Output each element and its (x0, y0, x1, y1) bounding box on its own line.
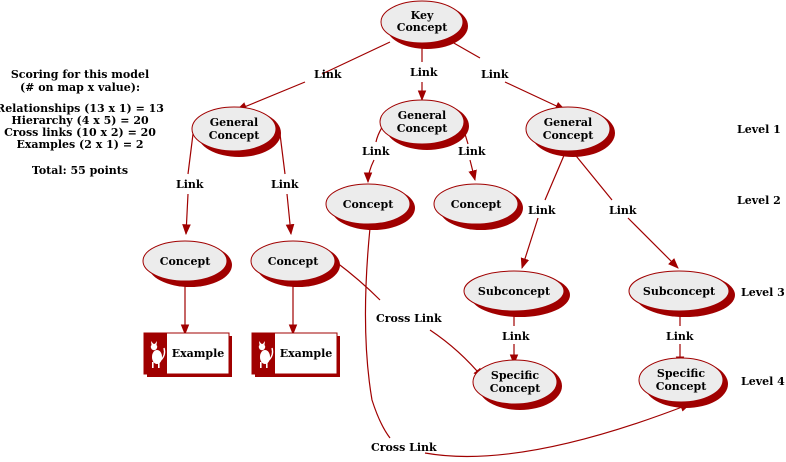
node-label-line2: Concept (656, 380, 707, 393)
node-label: Subconcept (643, 285, 716, 298)
level-label-1: Level 1 (737, 123, 781, 136)
cross-link-label: Cross Link (376, 312, 442, 325)
scoring-line: Hierarchy (4 x 5) = 20 (11, 114, 149, 127)
node-label: Example (280, 347, 333, 360)
level-label-2: Level 2 (737, 194, 781, 207)
node-label: Concept (451, 198, 502, 211)
scoring-title-line1: Scoring for this model (11, 68, 149, 81)
scoring-legend: Scoring for this model (# on map x value… (0, 68, 164, 177)
link-label: Link (609, 204, 637, 217)
general-concept-right-node[interactable]: General Concept (525, 106, 615, 157)
scoring-title-line2: (# on map x value): (20, 81, 140, 94)
node-label-line2: Concept (490, 382, 541, 395)
edge-key-to-general-left (237, 41, 391, 110)
edge-labels: Link Link Link Link Link Link Link Link … (176, 66, 694, 454)
node-label: Concept (343, 198, 394, 211)
node-label: Concept (268, 255, 319, 268)
node-label-line1: General (210, 116, 259, 129)
node-label-line2: Concept (397, 21, 448, 34)
concept-node-c[interactable]: Concept (325, 183, 415, 230)
node-label-line1: General (544, 116, 593, 129)
specific-concept-left-node[interactable]: Specific Concept (472, 359, 562, 410)
example-node-1[interactable]: Example (143, 332, 232, 377)
level-label-3: Level 3 (741, 286, 785, 299)
general-concept-left-node[interactable]: General Concept (191, 106, 281, 157)
link-label: Link (666, 330, 694, 343)
scoring-line: Relationships (13 x 1) = 13 (0, 102, 164, 115)
link-label: Link (271, 178, 299, 191)
link-label: Link (176, 178, 204, 191)
node-label: Subconcept (478, 285, 551, 298)
cross-link-label: Cross Link (371, 441, 437, 454)
cat-icon (258, 341, 274, 368)
link-label: Link (528, 204, 556, 217)
edge-cross-link-concept-c-to-spec-right (364, 227, 690, 458)
node-label: Example (172, 347, 225, 360)
example-node-2[interactable]: Example (251, 332, 340, 377)
node-label-line1: General (398, 109, 447, 122)
key-concept-node[interactable]: Key Concept (380, 0, 468, 49)
edge-general-left-to-concept-b (279, 133, 291, 234)
node-label-line2: Concept (397, 122, 448, 135)
general-concept-mid-node[interactable]: General Concept (379, 99, 469, 150)
link-label: Link (314, 68, 342, 81)
scoring-line: Cross links (10 x 2) = 20 (4, 126, 156, 139)
specific-concept-right-node[interactable]: Specific Concept (638, 357, 728, 408)
node-label-line1: Specific (491, 369, 540, 382)
cat-icon (150, 341, 166, 368)
concept-node-d[interactable]: Concept (433, 183, 523, 230)
concept-node-a[interactable]: Concept (142, 240, 232, 287)
subconcept-right-node[interactable]: Subconcept (628, 270, 735, 317)
node-label: Concept (160, 255, 211, 268)
concept-node-b[interactable]: Concept (250, 240, 340, 287)
edge-general-left-to-concept-a (186, 133, 193, 234)
node-label-line2: Concept (543, 129, 594, 142)
node-label-line2: Concept (209, 129, 260, 142)
link-label: Link (458, 145, 486, 158)
link-label: Link (410, 66, 438, 79)
node-label-line1: Specific (657, 367, 706, 380)
scoring-total: Total: 55 points (32, 164, 128, 177)
subconcept-left-node[interactable]: Subconcept (463, 270, 570, 317)
node-label-line1: Key (411, 9, 434, 22)
link-label: Link (362, 145, 390, 158)
link-label: Link (481, 68, 509, 81)
level-labels: Level 1 Level 2 Level 3 Level 4 (737, 123, 785, 388)
link-label: Link (502, 330, 530, 343)
edge-key-to-general-right (451, 41, 565, 110)
level-label-4: Level 4 (741, 375, 785, 388)
scoring-line: Examples (2 x 1) = 2 (16, 138, 143, 151)
